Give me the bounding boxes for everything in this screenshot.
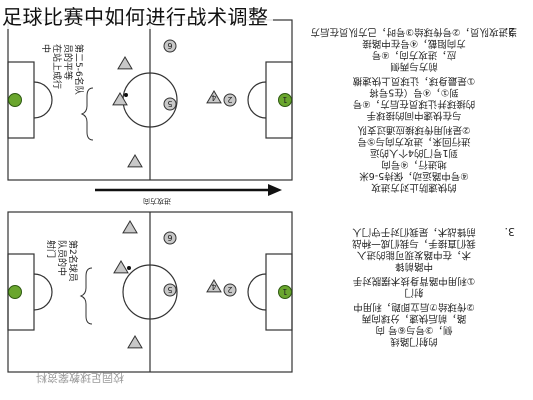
arrow-label: 进攻方向 [143,197,171,206]
section3-p2-line2: 射门 [404,287,423,299]
top-note-line-3: 在站上成行 [51,44,63,89]
section3-p3-line4: 的射门路线 [390,336,438,348]
top-player-3: 4 [206,90,222,104]
top-note-line-4: 中 [40,44,52,53]
bottom-player-2: 5 [163,283,177,297]
section3-p3-line1: ②传球给⑦后立即跑，利用中 [353,301,475,313]
bottom-field-left-arc [33,273,53,311]
section2-p2-line4: 与在快速中间的接球手 [366,110,462,122]
top-player-1: 6 [163,39,177,53]
section3-p1-line3: 术，在中路发现可能的进入 [357,249,472,261]
top-marker-1 [117,56,133,70]
section2-p3-line4: 地进行，④号向 [381,159,447,171]
top-player-5-label: 1 [282,95,287,104]
section2-p2-line1: ①是最身球，让球员上快速撤 [352,75,475,87]
section2-p1-line4: 前方与两侧 [390,61,438,73]
top-field-left-arc [33,81,53,119]
bottom-player-3-label: 4 [211,282,216,291]
bottom-marker-2 [113,260,129,274]
bottom-player-4: 2 [223,283,237,297]
bottom-marker-4 [8,285,22,299]
section2-p3-line3: 到1号门的4个人的运 [369,147,458,159]
bottom-marker-1 [122,220,138,234]
watermark-text: 校园足球教案资料 [36,371,124,385]
top-player-2: 5 [163,97,177,111]
bottom-player-5-label: 1 [282,287,287,296]
section2-p1-line3: 应，进攻方向，④号 [372,49,457,61]
section2-p3-line2: 进行回来，进攻方向与⑤号 [357,136,470,148]
section3-p2-line1: ①利用中路背身技术摆脱对手 [352,275,475,287]
section2-p3-line5: ④号中路运动，保持5-6米 [359,170,469,182]
bottom-player-3: 4 [206,279,222,293]
attack-direction-arrow: 进攻方向 [95,184,282,206]
section3-p3-line3: 侧，③号与⑥号 向 [375,324,452,336]
section3-number: 3. [505,225,516,238]
bottom-field-right-arc [247,273,267,311]
top-marker-2 [112,92,128,106]
bottom-ball [127,266,131,270]
bottom-field [7,211,293,373]
top-field-right-arc [247,81,267,119]
bottom-player-1: 6 [163,231,177,245]
section3-p3-line2: 路，前后快速，分球向两 [362,313,467,325]
section2-p1-line1: 当进攻队员，②号传球给③号时，己方队员在后方 [310,26,517,38]
bottom-note-line-1: 第2名球员 [67,240,79,282]
bottom-field-center-circle [122,264,178,320]
section2-number: 2. [505,25,516,38]
bottom-note-line-3: 射门 [45,240,57,258]
bottom-brace [79,267,93,325]
top-ball [124,93,128,97]
bottom-player-2-label: 5 [167,285,172,294]
section3-p1-line2: 我们直接手，与我们成一种战 [352,238,476,250]
top-marker-3 [127,154,143,168]
section3-p1-line4: 中路前锋 [395,261,434,273]
bottom-note-line-2: 队员的中 [56,240,68,276]
bottom-player-1-label: 6 [167,233,172,242]
bottom-player-5: 1 [278,285,292,299]
instruction-panel: 2.当进攻队员，②号传球给③号时，己方队员在后方方向阻截，④号在中路接应，进攻方… [310,25,517,348]
top-marker-4 [8,93,22,107]
section3-p1-line1: 前锋战术，是我们对于守门人 [352,226,476,238]
top-player-4: 2 [223,93,237,107]
section2-p3-line6: 的快速防止对方进攻 [371,182,457,194]
top-brace [80,87,94,141]
top-player-4-label: 2 [227,95,232,104]
section2-p2-line2: 到①，④号（在5号将 [369,87,459,99]
section2-p2-line3: 的接球并让球员在后方，④号 [353,98,476,110]
top-player-3-label: 4 [211,93,216,102]
top-note-line-2: 员的平等 [62,44,74,80]
bottom-player-4-label: 2 [227,285,232,294]
top-player-1-label: 6 [167,41,172,50]
page-title: 足球比赛中如何进行战术调整 [2,5,273,29]
top-note-line-1: 第二5-6名队 [73,44,85,95]
top-player-2-label: 5 [167,99,172,108]
section2-p1-line2: 方向阻截，④号在中路接 [362,38,466,50]
section2-p3-line1: ②是利用传球接应通过支队 [357,124,471,136]
bottom-marker-3 [127,335,143,349]
players: 6 5 4 2 1 6 5 4 2 1 [8,39,292,349]
top-player-5: 1 [278,93,292,107]
